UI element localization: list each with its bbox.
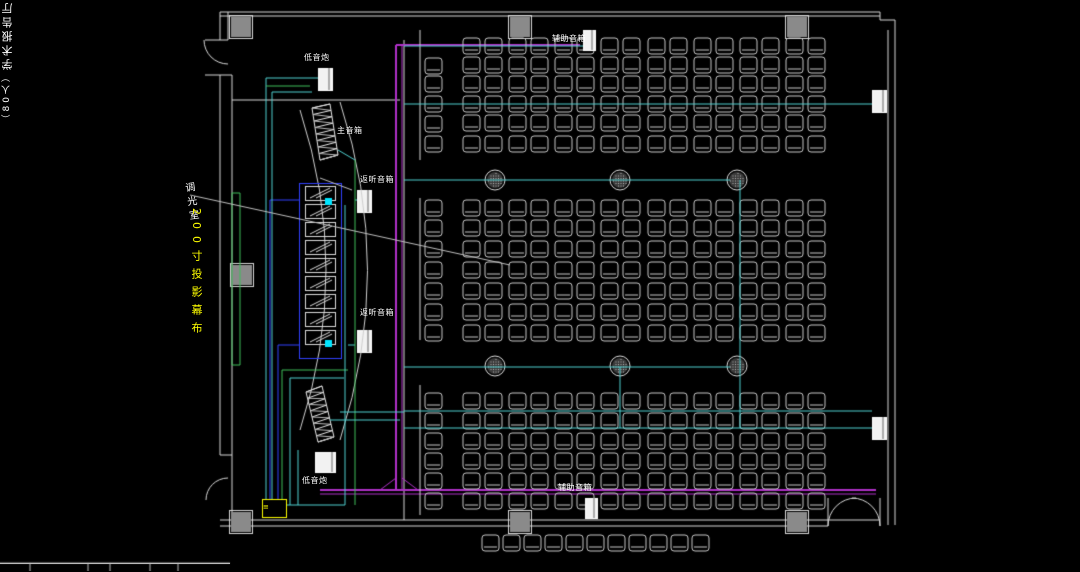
- control-panel-marker: ≡: [263, 503, 270, 511]
- aux-speaker-top-label: 辅助音箱: [552, 34, 586, 43]
- subwoofer-top-label: 低音炮: [304, 53, 330, 62]
- subwoofer-bottom-label: 低音炮: [302, 476, 328, 485]
- aux-speaker-bottom-label: 辅助音箱: [558, 483, 592, 492]
- hall-capacity-label: （80人）: [2, 70, 12, 124]
- monitor-speaker-top-label: 返听音箱: [360, 175, 394, 184]
- monitor-speaker-bottom-label: 返听音箱: [360, 308, 394, 317]
- title-block: [0, 563, 230, 572]
- projection-screen-label: 200寸投影幕布: [190, 208, 203, 340]
- main-speaker-label: 主音箱: [337, 126, 363, 135]
- hall-name-label: 学术报告厅: [1, 0, 14, 70]
